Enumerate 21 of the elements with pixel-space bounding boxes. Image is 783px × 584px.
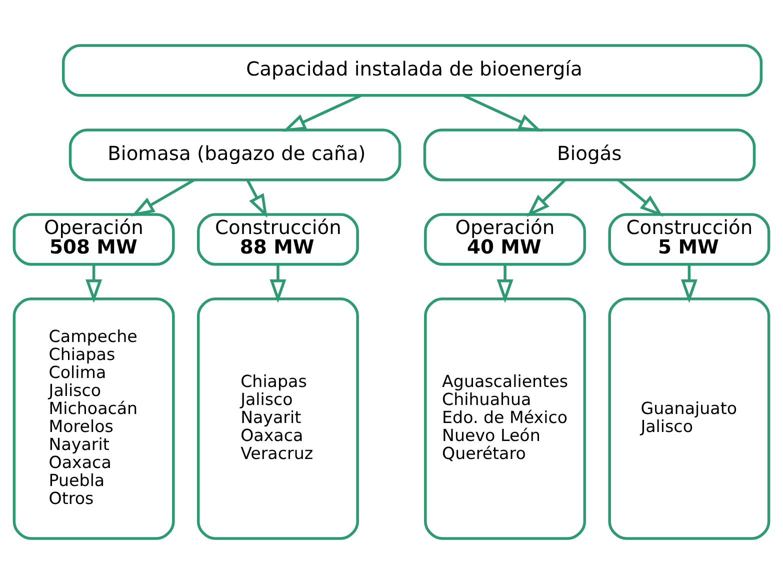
node-box: Biogás — [423, 128, 756, 182]
arrow — [462, 94, 542, 132]
node-box: Campeche Chiapas Colima Jalisco Michoacán Morelos Nayarit Oaxaca Puebla Otros — [12, 298, 175, 540]
node-box: Operación 40 MW — [424, 213, 586, 266]
arrow — [617, 178, 664, 217]
arrow — [130, 178, 195, 217]
node-box: Construcción 5 MW — [608, 213, 770, 266]
arrow — [282, 94, 362, 132]
node-box: Capacidad instalada de bioenergía — [62, 44, 763, 97]
node-box: Chiapas Jalisco Nayarit Oaxaca Veracruz — [196, 298, 359, 540]
arrow — [246, 179, 268, 218]
arrow — [496, 264, 514, 303]
node-box: Guanajuato Jalisco — [608, 298, 770, 540]
node-box: Operación 508 MW — [12, 213, 175, 266]
node-box: Aguascalientes Chihuahua Edo. de México Nuevo León Querétaro — [424, 298, 586, 540]
arrow — [526, 178, 566, 218]
arrow — [86, 264, 102, 303]
node-box: Biomasa (bagazo de caña) — [68, 128, 402, 182]
arrow — [680, 264, 698, 303]
node-box: Construcción 88 MW — [196, 213, 359, 266]
arrow — [270, 264, 286, 303]
